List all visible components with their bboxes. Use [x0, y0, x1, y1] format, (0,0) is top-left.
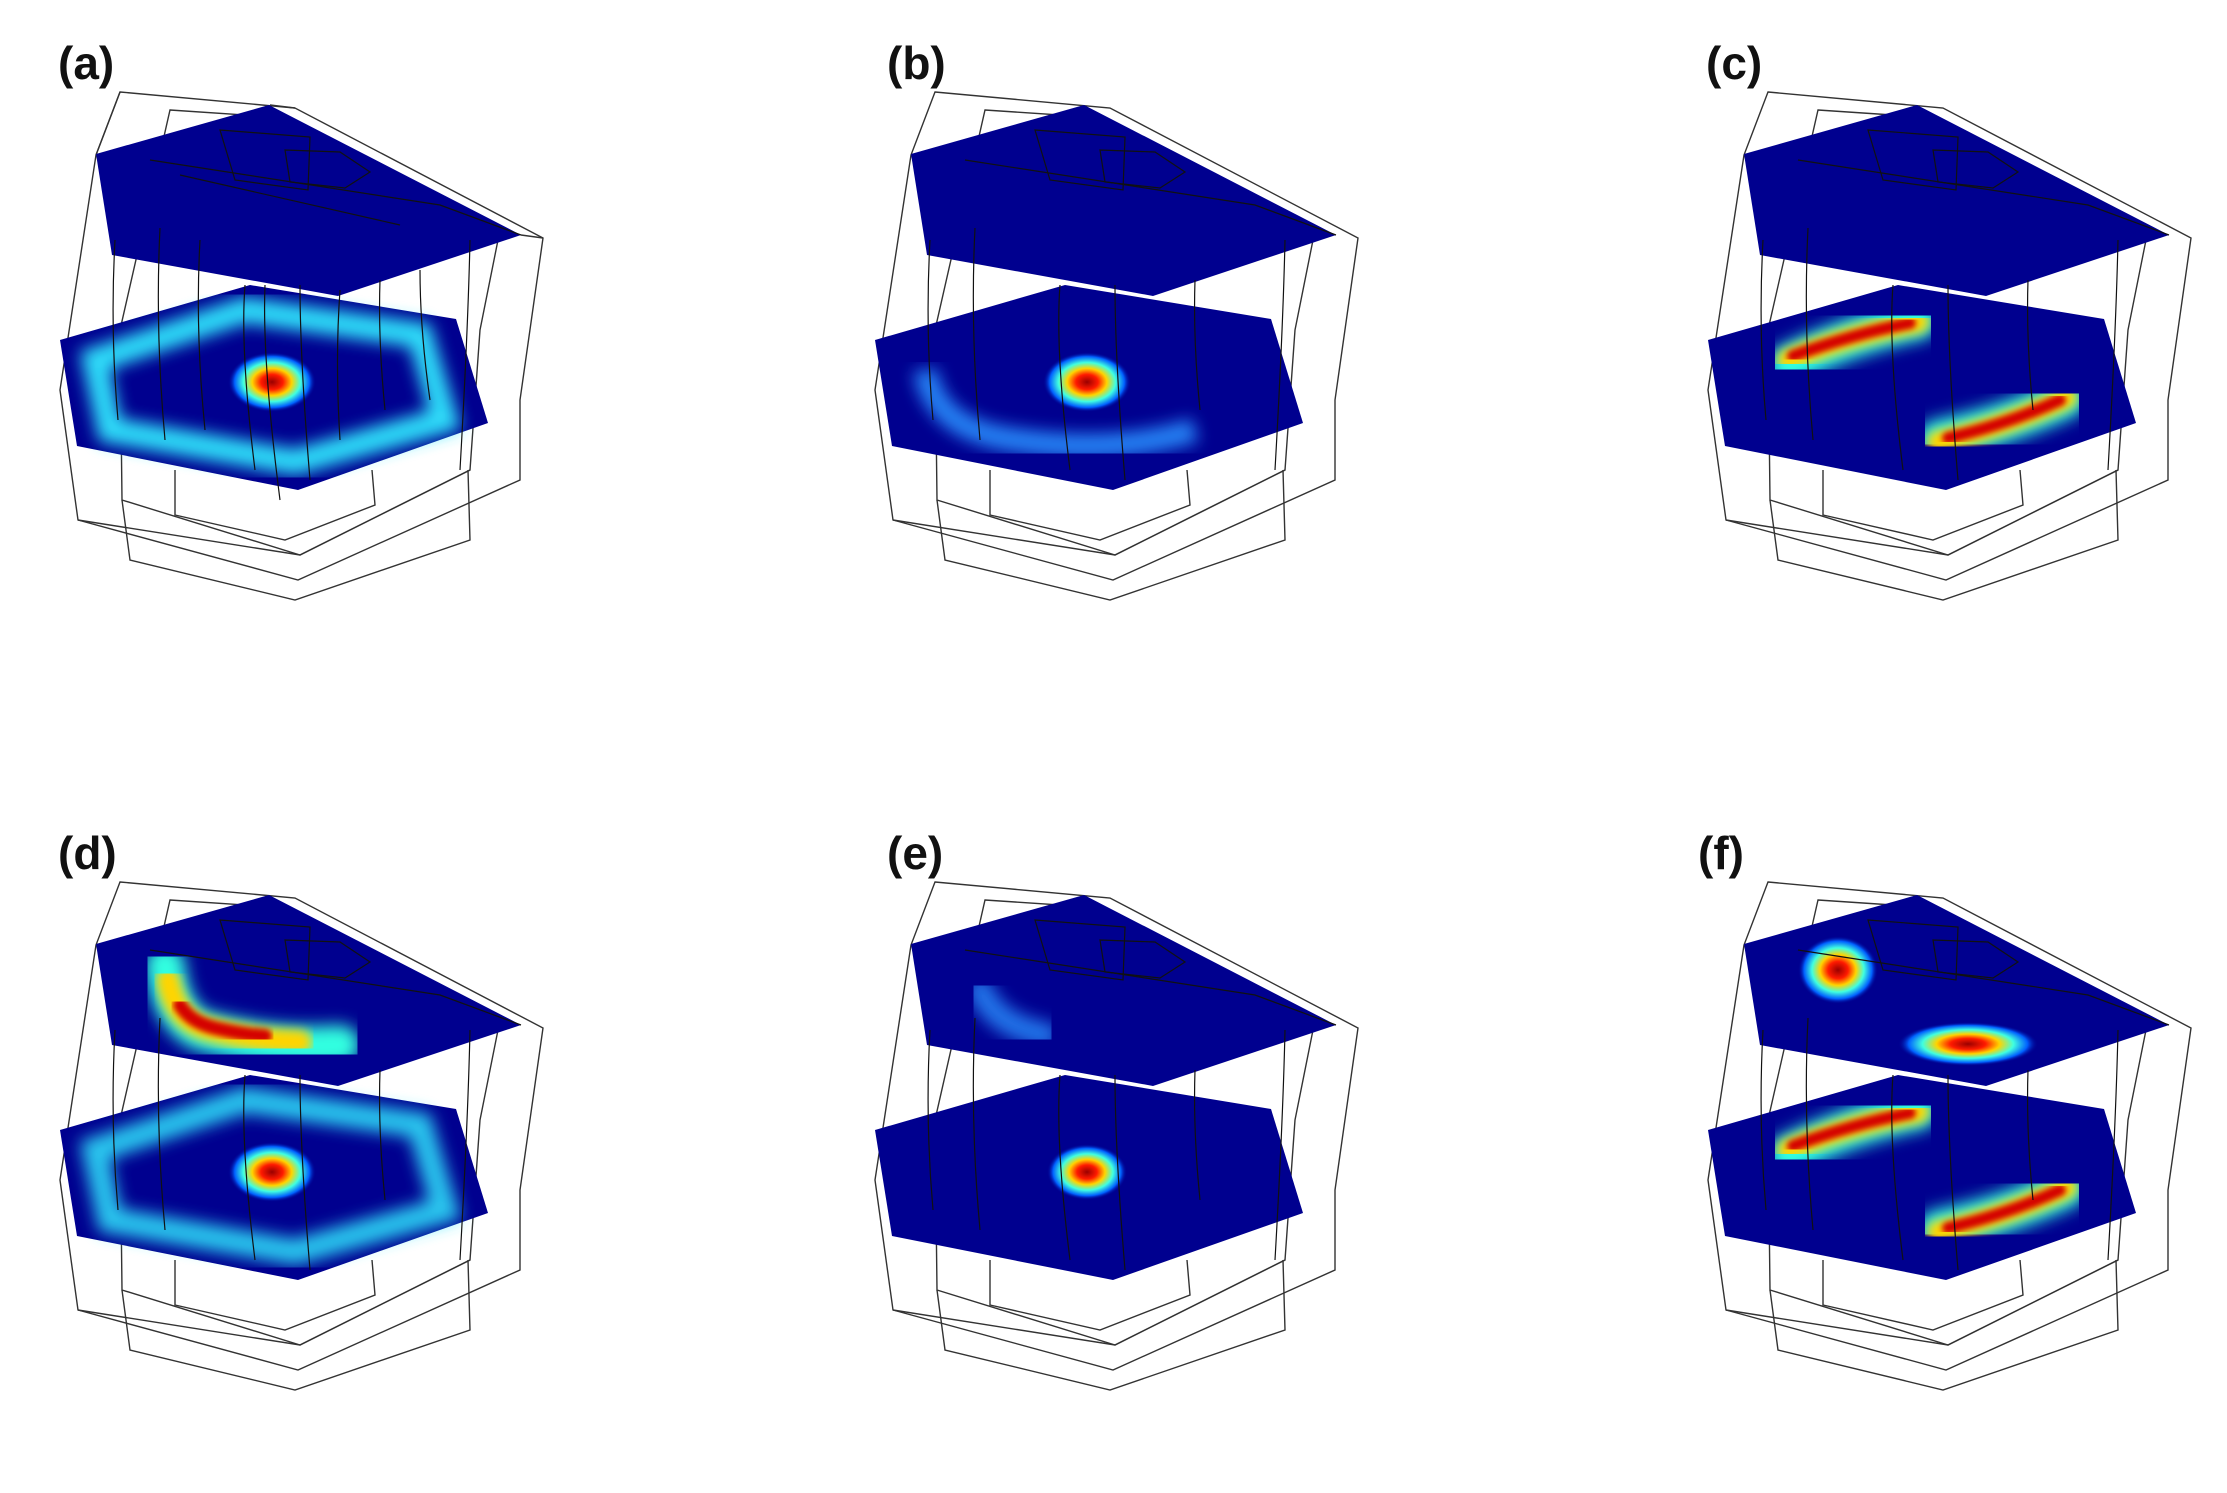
- top-plane: [96, 105, 521, 296]
- panel-a: (a): [0, 0, 600, 700]
- panel-d: (d): [0, 790, 600, 1490]
- top-heat: [967, 977, 1058, 1048]
- bottom-heat: [1768, 300, 2086, 460]
- top-plane-inner-lines: [149, 129, 522, 236]
- vertical-lines: [112, 227, 471, 501]
- panel-e: (e): [815, 790, 1415, 1490]
- mesh-diagram: [1707, 881, 2192, 1391]
- top-plane: [911, 105, 1336, 296]
- bottom-heat: [913, 352, 1199, 458]
- bottom-heat: [79, 1086, 462, 1266]
- mesh-diagram: [874, 881, 1359, 1391]
- panel-f: (f): [1648, 790, 2227, 1490]
- bottom-heat: [1768, 1090, 2086, 1250]
- panel-label: (c): [1706, 37, 1763, 89]
- bottom-heat: [1047, 1144, 1127, 1200]
- mesh-diagram: [59, 881, 544, 1391]
- panel-b: (b): [815, 0, 1415, 700]
- bottom-heat: [79, 296, 462, 476]
- panel-label: (b): [887, 37, 946, 89]
- top-plane: [1744, 105, 2169, 296]
- mesh-diagram: [874, 91, 1359, 601]
- mesh-diagram: [1707, 91, 2192, 601]
- panel-label: (f): [1698, 827, 1744, 879]
- panel-label: (e): [887, 827, 944, 879]
- panel-c: (c): [1648, 0, 2227, 700]
- top-heat: [145, 945, 360, 1066]
- panel-label: (d): [58, 827, 117, 879]
- mesh-diagram: [59, 91, 544, 601]
- panel-label: (a): [58, 37, 115, 89]
